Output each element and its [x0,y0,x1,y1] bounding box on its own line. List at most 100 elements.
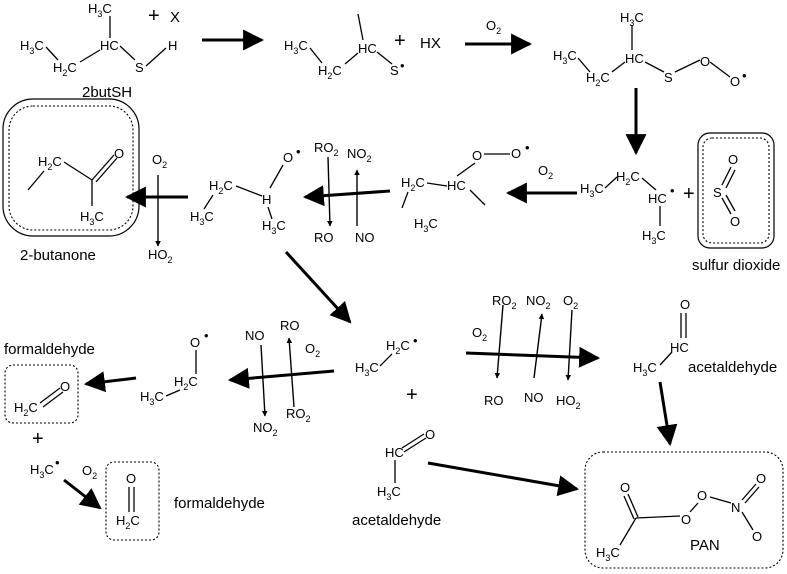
reagent-o2: O2 [305,341,320,359]
reagent-ro: RO [484,393,504,408]
svg-text:HC: HC [447,178,466,193]
label-acetaldehyde-2: acetaldehyde [352,512,441,529]
molecule-sec-butyl-radical: H3C H2C HC • H3C [580,169,675,246]
reagent-o2: O2 [538,163,553,181]
label-formaldehyde: formaldehyde [4,341,95,358]
svg-text:H3C: H3C [642,228,666,246]
svg-text:O: O [730,214,740,229]
svg-text:S: S [713,185,722,200]
svg-text:N: N [731,500,740,515]
svg-text:O: O [730,74,740,89]
svg-text:H3C: H3C [596,545,620,563]
svg-text:H3C: H3C [355,360,379,378]
reagent-ro2: RO2 [314,140,339,158]
svg-text:•: • [670,183,675,198]
pan-box: O O O N O O H3C [584,451,784,569]
svg-text:HC: HC [670,340,689,355]
svg-text:H3C: H3C [377,484,401,502]
svg-text:•: • [742,68,747,83]
svg-text:H3C: H3C [262,218,286,236]
svg-text:H: H [262,192,271,207]
svg-text:H2C: H2C [209,178,233,196]
svg-text:O: O [680,297,690,312]
reagent-o2: O2 [152,152,167,170]
svg-text:H2C: H2C [318,63,342,81]
svg-text:O: O [620,480,630,495]
svg-text:H2C: H2C [53,60,77,78]
svg-text:HC: HC [100,38,119,53]
reagent-ro: RO [280,318,300,333]
svg-text:H3C: H3C [88,1,112,19]
svg-text:H3C: H3C [284,38,308,56]
svg-text:H2C: H2C [616,169,640,187]
svg-text:O: O [60,379,70,394]
sulfur-dioxide-box: S O O [697,132,775,249]
svg-text:HC: HC [625,51,644,66]
arrow-methyl-to-formaldehyde [63,478,102,510]
svg-text:H3C: H3C [20,38,44,56]
reagent-no: NO [524,390,544,405]
molecule-thiyl-peroxy-radical: H3C H3C HC H2C S O O • [553,10,747,89]
arrow-to-formaldehyde [83,371,137,393]
svg-text:S: S [664,70,673,85]
svg-text:H3C: H3C [414,216,438,234]
svg-text:H2C: H2C [386,338,410,356]
butanone-box: H2C O H3C [2,98,140,237]
label-pan: PAN [690,537,720,554]
svg-text:O: O [511,146,521,161]
svg-text:H3C: H3C [620,10,644,28]
svg-text:O: O [697,488,707,503]
svg-text:HC: HC [358,41,377,56]
plus-sign: + [148,5,160,27]
svg-text:•: • [296,144,301,159]
svg-text:H2C: H2C [38,154,62,172]
plus-sign: + [683,183,695,205]
molecule-acetaldehyde-bottom: O HC H3C [377,427,435,502]
molecule-butyl-peroxy-radical: H2C HC H3C O O • [401,140,530,234]
svg-text:O: O [283,150,293,165]
reagent-no2: NO2 [253,420,278,438]
arrow-to-acetaldehyde [465,346,601,368]
svg-text:O: O [126,471,136,486]
molecule-butoxy-radical: H2C H H3C H3C O • [190,144,301,236]
svg-text:H: H [168,38,177,53]
arrow-no-to-no2 [260,344,268,417]
svg-text:•: • [55,455,60,470]
svg-text:HC: HC [648,191,667,206]
molecule-ethyl-radical: H3C H2C • [355,333,418,378]
svg-text:H3C: H3C [553,48,577,66]
svg-text:•: • [413,333,418,348]
reagent-no: NO [355,230,375,245]
reagent-no: NO [245,328,265,343]
reagent-o2: O2 [472,325,487,343]
label-acetaldehyde: acetaldehyde [688,359,777,376]
reagent-ro2: RO2 [286,406,311,424]
arrow-ro2-to-ro [494,304,504,379]
reagent-hx: HX [420,35,441,52]
svg-text:•: • [525,140,530,155]
arrow-ro2-to-ro [327,156,333,227]
reagent-no2: NO2 [526,293,551,311]
molecule-thiyl-radical: H3C H2C HC S • [284,13,405,81]
arrow-scission [284,250,352,324]
svg-text:O: O [681,512,691,527]
svg-text:HC: HC [385,445,404,460]
svg-text:O: O [756,471,766,486]
reagent-o2: O2 [82,463,97,481]
svg-text:•: • [204,328,209,343]
svg-text:H3C: H3C [30,462,54,480]
svg-text:S: S [390,63,399,78]
reagent-o2: O2 [563,293,578,311]
svg-text:O: O [728,152,738,167]
svg-text:O: O [425,427,435,442]
plus-sign: + [406,384,418,406]
label-sulfur-dioxide: sulfur dioxide [692,257,780,274]
svg-text:H2C: H2C [174,374,198,392]
svg-text:H2C: H2C [116,513,140,531]
svg-text:S: S [135,60,144,75]
plus-sign: + [32,428,44,450]
formaldehyde-box-1: H2C O [4,364,79,424]
reagent-ho2: HO2 [148,247,173,265]
